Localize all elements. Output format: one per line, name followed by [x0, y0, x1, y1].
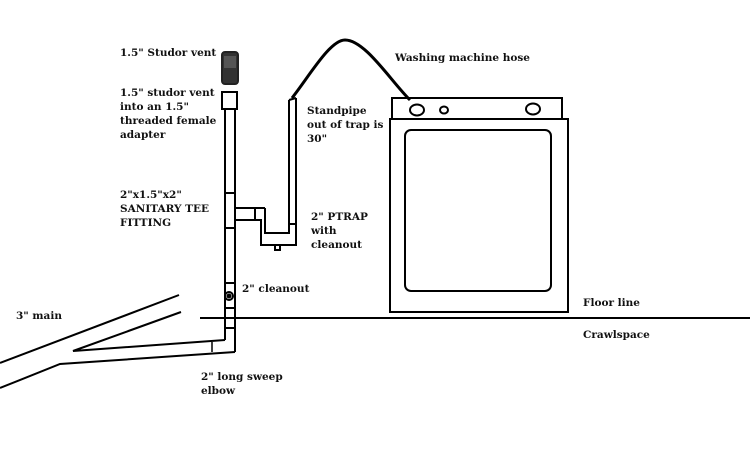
label-crawlspace: Crawlspace [583, 329, 650, 341]
studor-vent-icon [221, 51, 239, 85]
label-hose: Washing machine hose [395, 52, 530, 64]
label-floor: Floor line [583, 297, 640, 309]
label-ptrap: 2" PTRAP with cleanout [311, 211, 368, 251]
label-studor-vent: 1.5" Studor vent [120, 47, 217, 59]
washer-button-icon [439, 105, 449, 115]
washing-machine-hose [290, 38, 412, 102]
vent-stack [224, 109, 236, 352]
standpipe [288, 97, 297, 224]
washer-door [404, 129, 552, 292]
drain-main [0, 294, 236, 389]
label-cleanout: 2" cleanout [242, 283, 310, 295]
washer-knob-icon [525, 102, 541, 116]
label-adapter: 1.5" studor vent into an 1.5" threaded f… [120, 87, 217, 141]
label-standpipe: Standpipe out of trap is 30" [307, 105, 384, 145]
sanitary-tee [225, 192, 265, 229]
label-main: 3" main [16, 310, 62, 322]
label-sanitary-tee: 2"x1.5"x2" SANITARY TEE FITTING [120, 189, 209, 229]
washing-machine [389, 97, 569, 313]
label-elbow: 2" long sweep elbow [201, 371, 283, 397]
washer-knob-icon [409, 103, 425, 117]
stack-cleanout [224, 282, 235, 329]
washer-body [389, 118, 569, 313]
threaded-adapter [221, 91, 238, 110]
trap-cleanout-cap [274, 244, 281, 251]
p-trap [255, 208, 297, 251]
